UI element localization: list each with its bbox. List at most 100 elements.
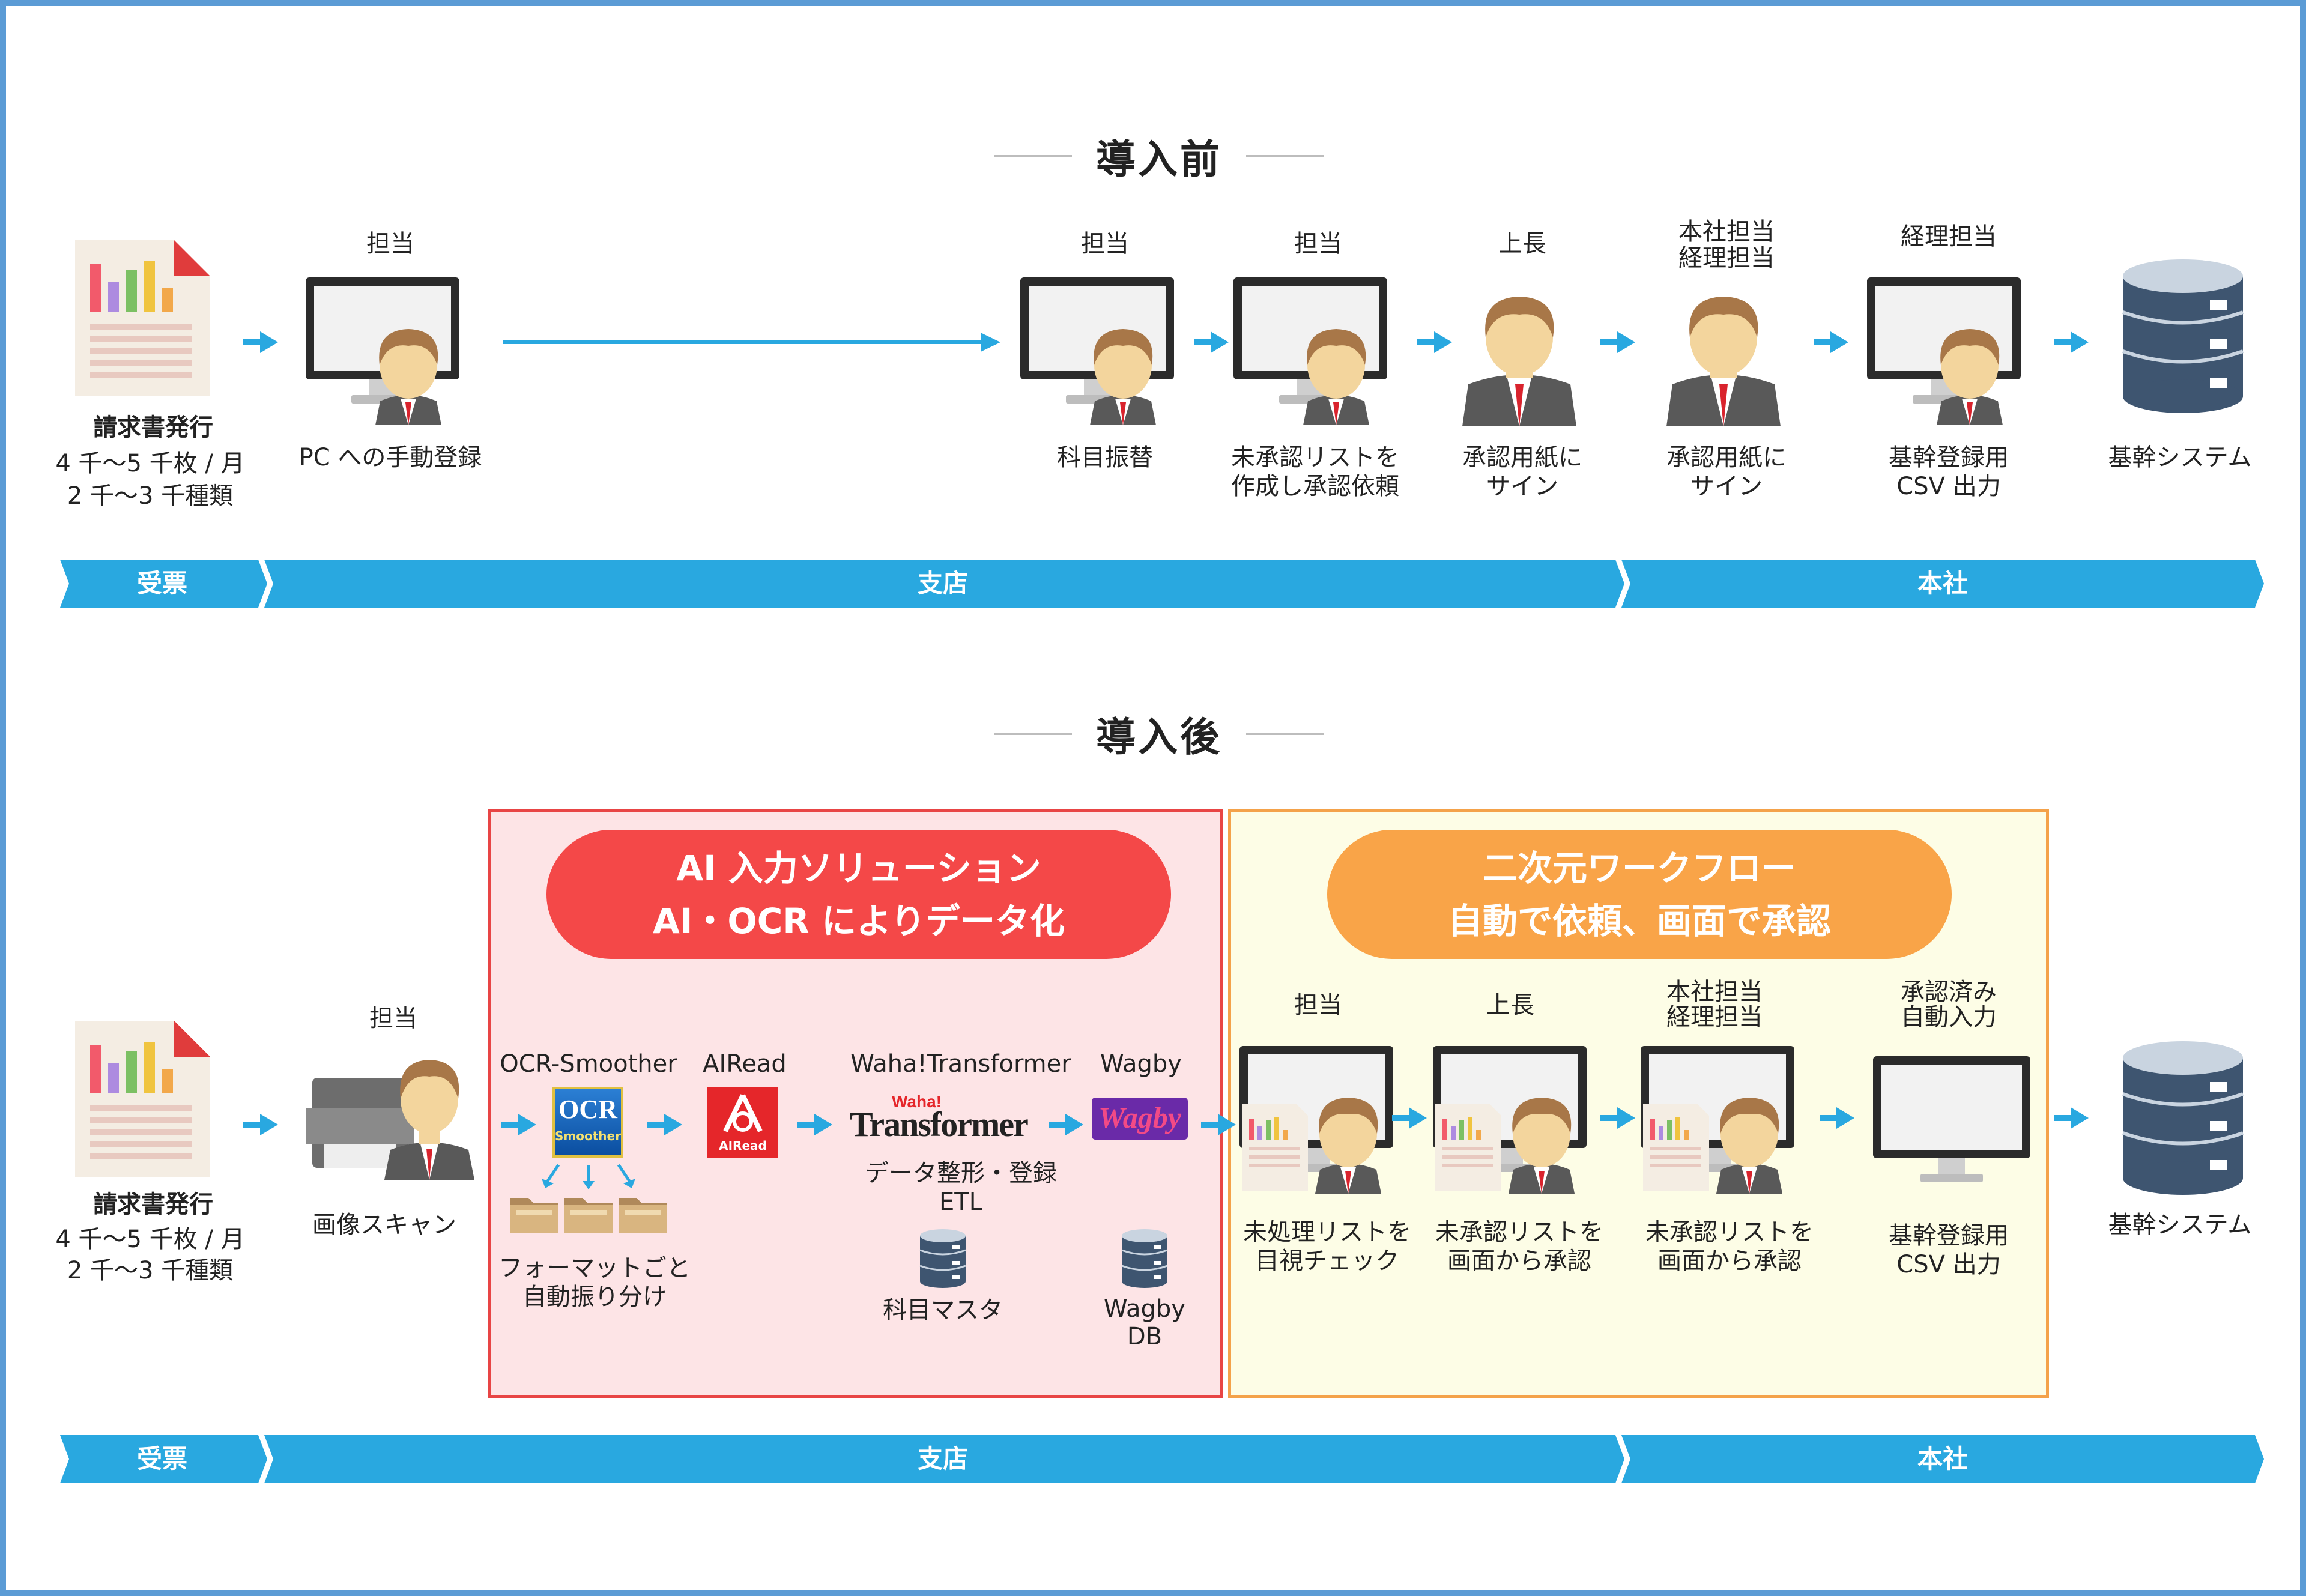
ocr-logo-text: OCR (558, 1095, 617, 1124)
flow-arrow (1201, 1114, 1236, 1135)
ocr-caption: フォーマットごと (498, 1254, 691, 1282)
computer-icon (1871, 1054, 2033, 1188)
flow-arrow (501, 1114, 536, 1135)
band-label-receipt: 受票 (136, 569, 187, 598)
wagby-label: Wagby (1100, 1050, 1182, 1078)
ocr-caption: 自動振り分け (522, 1283, 667, 1311)
pill-line2: 自動で依頼、画面で承認 (1447, 900, 1831, 942)
heading-text: 導入前 (1096, 136, 1222, 183)
flow-arrow (1600, 331, 1635, 353)
step-caption: 未承認リストを (1645, 1218, 1814, 1246)
step-caption: 画像スキャン (312, 1211, 456, 1239)
computer-person-icon (1865, 275, 2033, 428)
computer-document-person-icon (1638, 1044, 1812, 1196)
step-role: 担当 (1294, 991, 1342, 1019)
heading-rule (1246, 733, 1324, 735)
flow-arrow (1814, 331, 1848, 353)
folder-icons (510, 1192, 667, 1236)
step-caption: 作成し承認依頼 (1231, 473, 1399, 500)
ai-solution-pill: AI 入力ソリューション AI・OCR によりデータ化 (546, 830, 1171, 959)
step-caption: 目視チェック (1255, 1247, 1399, 1275)
airead-label: AIRead (703, 1050, 787, 1078)
smoother-logo-text: Smoother (555, 1129, 621, 1143)
scanner-person-icon (306, 1054, 480, 1182)
waha-caption: ETL (939, 1188, 982, 1216)
start-line1: 4 千〜5 千枚 / 月 (55, 1226, 245, 1253)
step-caption: 画面から承認 (1657, 1247, 1802, 1275)
step-role: 本社担当 (1678, 218, 1775, 246)
start-line1: 4 千〜5 千枚 / 月 (55, 450, 245, 477)
band-label-hq: 本社 (1917, 569, 1968, 598)
step-role: 承認済み (1901, 978, 1997, 1006)
database-icon (2120, 258, 2246, 417)
start-title: 請求書発行 (93, 1191, 213, 1218)
wagby-logo: Wagby (1092, 1098, 1188, 1140)
section-heading-after: 導入後 (859, 704, 1459, 764)
computer-person-icon (1231, 275, 1399, 428)
computer-person-icon (303, 275, 471, 428)
computer-document-person-icon (1430, 1044, 1605, 1196)
step-caption: 承認用紙に (1462, 444, 1582, 471)
computer-person-icon (1018, 275, 1186, 428)
step-role: 担当 (366, 230, 414, 258)
ocr-smoother-logo: OCR Smoother (552, 1087, 623, 1158)
flow-arrow (1049, 1114, 1083, 1135)
wagby-logo-text: Wagby (1098, 1101, 1181, 1134)
section-heading-before: 導入前 (859, 126, 1459, 186)
waha-caption: データ整形・登録 (865, 1159, 1057, 1187)
end-caption: 基幹システム (2108, 1211, 2252, 1239)
step-role: 自動入力 (1901, 1003, 1997, 1031)
heading-text: 導入後 (1096, 714, 1222, 760)
step-caption: 未処理リストを (1243, 1218, 1411, 1246)
step-caption: CSV 出力 (1896, 1251, 2001, 1278)
invoice-document-icon (75, 1021, 210, 1179)
step-caption: PC への手動登録 (298, 444, 482, 471)
step-caption: 基幹登録用 (1889, 444, 2009, 471)
waha-transformer-logo: Waha! Transformer (850, 1092, 1036, 1144)
pill-line2: AI・OCR によりデータ化 (652, 900, 1065, 942)
pill-line1: AI 入力ソリューション (676, 847, 1041, 889)
band-label-branch: 支店 (917, 569, 968, 598)
step-role: 経理担当 (1666, 1003, 1763, 1031)
flow-arrow (2054, 1107, 2089, 1129)
heading-rule (994, 733, 1072, 735)
step-caption: 科目振替 (1057, 444, 1153, 471)
person-icon (1459, 294, 1579, 429)
flow-arrow (1417, 331, 1452, 353)
database-icon (2120, 1040, 2246, 1199)
wagby-db-caption: Wagby (1104, 1295, 1185, 1323)
flow-arrow (2054, 331, 2089, 353)
wagby-db-caption: DB (1127, 1323, 1163, 1350)
start-line2: 2 千〜3 千種類 (67, 482, 234, 510)
end-caption: 基幹システム (2108, 444, 2252, 471)
band-label-hq: 本社 (1917, 1444, 1968, 1474)
step-role: 担当 (369, 1005, 417, 1032)
flow-arrow (1820, 1107, 1854, 1129)
flow-arrow (797, 1114, 832, 1135)
step-role: 担当 (1294, 230, 1342, 258)
start-line2: 2 千〜3 千種類 (67, 1257, 234, 1284)
stage-band: 受票 支店 本社 (60, 560, 2264, 608)
flow-arrow (1600, 1107, 1635, 1129)
flow-arrow (243, 1114, 278, 1135)
step-caption: 基幹登録用 (1889, 1222, 2009, 1250)
person-icon (1663, 294, 1784, 429)
step-caption: サイン (1486, 473, 1558, 500)
invoice-document-icon (75, 240, 210, 399)
waha-db-caption: 科目マスタ (883, 1296, 1003, 1324)
flow-arrow-long (503, 333, 1000, 352)
step-role: 上長 (1498, 230, 1546, 258)
step-role: 本社担当 (1666, 978, 1763, 1006)
heading-rule (1246, 155, 1324, 157)
step-caption: サイン (1690, 473, 1763, 500)
computer-document-person-icon (1237, 1044, 1411, 1196)
workflow-pill: 二次元ワークフロー 自動で依頼、画面で承認 (1327, 830, 1952, 959)
step-caption: 画面から承認 (1447, 1247, 1591, 1275)
waha-logo-small: Waha! (892, 1092, 942, 1111)
step-caption: CSV 出力 (1896, 473, 2001, 500)
step-role: 担当 (1081, 230, 1129, 258)
flow-arrow (647, 1114, 682, 1135)
step-role: 経理担当 (1901, 223, 1997, 250)
band-label-receipt: 受票 (136, 1444, 187, 1474)
